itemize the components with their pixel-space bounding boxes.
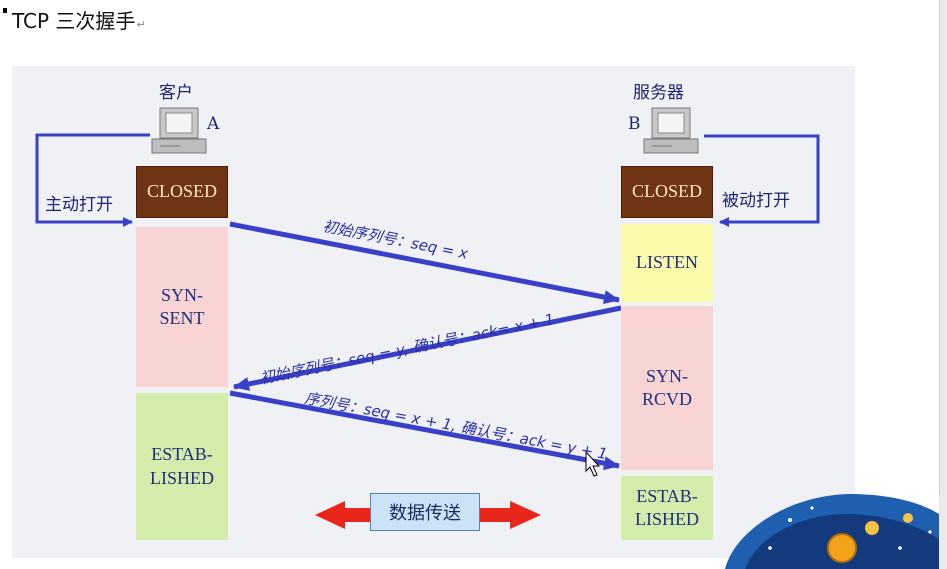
title-text: TCP 三次握手 [12, 9, 136, 33]
server-state-closed: CLOSED [621, 166, 713, 218]
data-transfer-label: 数据传送 [370, 493, 480, 531]
server-state-listen: LISTEN [621, 224, 713, 302]
passive-open-arrow [704, 134, 820, 227]
mouse-cursor-icon [585, 450, 601, 477]
bullet-mark [3, 8, 7, 13]
computer-icon [643, 107, 699, 154]
active-open-label: 主动打开 [45, 195, 113, 215]
syn-ack-arrow [233, 305, 622, 391]
computer-icon [151, 107, 207, 154]
client-state-closed: CLOSED [136, 166, 228, 218]
page-title: TCP 三次握手↵ [12, 5, 146, 34]
scrollbar[interactable] [939, 0, 947, 495]
server-letter: B [628, 114, 641, 134]
ack-arrow [229, 390, 620, 471]
server-state-established: ESTAB- LISHED [621, 476, 713, 540]
client-state-established: ESTAB- LISHED [136, 393, 228, 540]
client-state-syn-sent: SYN- SENT [136, 227, 228, 387]
active-open-arrow [35, 133, 150, 227]
passive-open-label: 被动打开 [722, 191, 790, 211]
syn-arrow [229, 221, 620, 304]
server-state-syn-rcvd: SYN- RCVD [621, 306, 713, 470]
server-label: 服务器 [633, 83, 684, 103]
decorative-planet-icon [725, 494, 947, 569]
client-label: 客户 [159, 83, 193, 103]
paragraph-mark-icon: ↵ [136, 18, 146, 31]
client-letter: A [207, 114, 220, 134]
